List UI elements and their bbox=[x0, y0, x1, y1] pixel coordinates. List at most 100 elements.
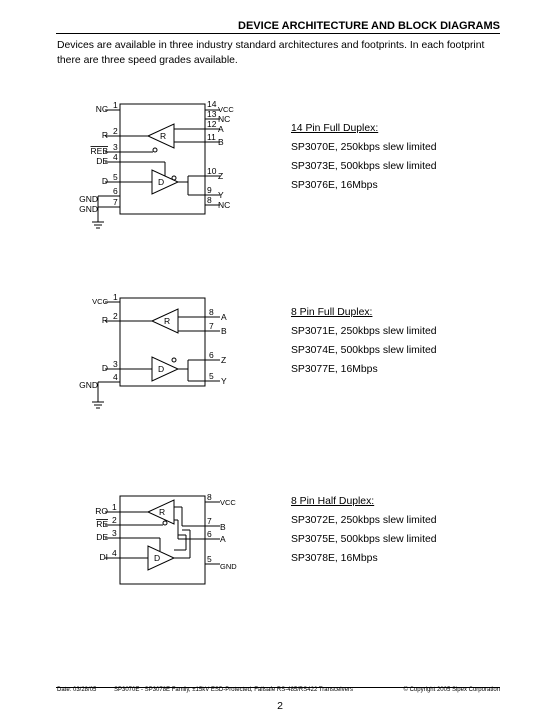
description-8pin-full: 8 Pin Full Duplex: SP3071E, 250kbps slew… bbox=[291, 303, 437, 379]
pin-label: NC bbox=[218, 114, 230, 124]
part-line: SP3078E, 16Mbps bbox=[291, 553, 378, 564]
pin-label: DI bbox=[100, 552, 109, 562]
pin-label: DE bbox=[96, 532, 108, 542]
part-line: SP3072E, 250kbps slew limited bbox=[291, 515, 437, 526]
left-pin-stubs bbox=[105, 109, 120, 208]
pin-label: VCC bbox=[220, 498, 236, 507]
section-title: 14 Pin Full Duplex: bbox=[291, 123, 379, 134]
receiver-buffer bbox=[150, 308, 179, 334]
receiver-buffer bbox=[146, 123, 175, 149]
intro-paragraph: Devices are available in three industry … bbox=[57, 40, 485, 66]
block-diagram-8pin-full-duplex: R D VCC R D GND 1 2 3 4 8 7 6 5 A B Z Y bbox=[79, 292, 227, 409]
pin-number: 5 bbox=[113, 172, 118, 182]
pin-number: 6 bbox=[113, 186, 118, 196]
driver-buffer bbox=[151, 356, 180, 382]
description-14pin: 14 Pin Full Duplex: SP3070E, 250kbps sle… bbox=[291, 119, 437, 195]
part-line: SP3071E, 250kbps slew limited bbox=[291, 326, 437, 337]
part-line: SP3074E, 500kbps slew limited bbox=[291, 345, 437, 356]
pin-label-re: RE bbox=[96, 519, 108, 529]
pin-number: 2 bbox=[113, 311, 118, 321]
package-outline bbox=[119, 495, 206, 585]
part-line: SP3073E, 500kbps slew limited bbox=[291, 161, 437, 172]
pin-label: A bbox=[218, 124, 224, 134]
pin-label: GND bbox=[79, 204, 98, 214]
pin-label: Y bbox=[218, 190, 224, 200]
pin-label: R bbox=[102, 315, 108, 325]
pin-number: 1 bbox=[113, 292, 118, 302]
package-outline bbox=[119, 103, 206, 215]
part-line: SP3075E, 500kbps slew limited bbox=[291, 534, 437, 545]
footer-date: Date: 03/28/05 bbox=[57, 687, 97, 693]
pin-number: 4 bbox=[113, 152, 118, 162]
pin-number: 9 bbox=[207, 185, 212, 195]
pin-label: VCC bbox=[218, 105, 234, 114]
block-diagram-14pin-full-duplex: R D NC R REB DE D GND GND 1 2 3 4 5 6 7 … bbox=[79, 99, 234, 229]
pin-number: 2 bbox=[112, 515, 117, 525]
pin-label: RO bbox=[95, 506, 108, 516]
pin-number: 5 bbox=[207, 554, 212, 564]
left-pin-stubs bbox=[105, 511, 120, 559]
pin-label-reb: REB bbox=[91, 146, 109, 156]
right-pin-stubs bbox=[205, 316, 220, 382]
description-8pin-half: 8 Pin Half Duplex: SP3072E, 250kbps slew… bbox=[291, 492, 437, 568]
right-pin-stubs bbox=[205, 501, 220, 565]
pin-number: 7 bbox=[209, 321, 214, 331]
pin-number: 6 bbox=[207, 529, 212, 539]
receiver-label: R bbox=[164, 316, 170, 326]
page-header-title: DEVICE ARCHITECTURE AND BLOCK DIAGRAMS bbox=[238, 20, 500, 32]
pin-number: 8 bbox=[207, 492, 212, 502]
pin-number: 3 bbox=[113, 142, 118, 152]
pin-number: 4 bbox=[112, 548, 117, 558]
pin-label: Z bbox=[221, 355, 226, 365]
pin-number: 3 bbox=[112, 528, 117, 538]
footer-rule bbox=[56, 687, 500, 688]
pin-number: 14 bbox=[207, 99, 217, 109]
pin-number: 1 bbox=[113, 100, 118, 110]
pin-number: 13 bbox=[207, 109, 217, 119]
pin-label: R bbox=[102, 130, 108, 140]
receiver-label: R bbox=[160, 131, 166, 141]
pin-label: Z bbox=[218, 171, 223, 181]
pin-number: 12 bbox=[207, 119, 217, 129]
part-line: SP3070E, 250kbps slew limited bbox=[291, 142, 437, 153]
pin-label: D bbox=[102, 176, 108, 186]
pin-label: GND bbox=[79, 380, 98, 390]
pin-label: NC bbox=[218, 200, 230, 210]
pin-label: NC bbox=[96, 104, 108, 114]
part-line: SP3077E, 16Mbps bbox=[291, 364, 378, 375]
pin-label: DE bbox=[96, 156, 108, 166]
driver-label: D bbox=[158, 364, 164, 374]
pin-number: 8 bbox=[207, 195, 212, 205]
pin-label: B bbox=[220, 522, 226, 532]
pin-label: VCC bbox=[92, 297, 108, 306]
pin-label: B bbox=[218, 137, 224, 147]
pin-number: 5 bbox=[209, 371, 214, 381]
pin-label: GND bbox=[220, 562, 237, 571]
package-outline bbox=[119, 297, 206, 387]
block-diagram-8pin-half-duplex: R D RO RE DE DI 1 2 3 4 8 7 6 5 VCC B A … bbox=[95, 492, 237, 585]
page-number: 2 bbox=[277, 700, 283, 712]
driver-buffer bbox=[147, 545, 176, 571]
right-pin-stubs bbox=[205, 109, 220, 206]
pin-label: A bbox=[220, 534, 226, 544]
pin-number: 3 bbox=[113, 359, 118, 369]
pin-number: 4 bbox=[113, 372, 118, 382]
driver-label: D bbox=[154, 553, 160, 563]
receiver-buffer bbox=[146, 499, 175, 525]
pin-number: 7 bbox=[113, 197, 118, 207]
footer-center: SP3070E - SP3078E Family, ±15kV ESD-Prot… bbox=[114, 687, 353, 693]
pin-label: Y bbox=[221, 376, 227, 386]
left-pin-stubs bbox=[105, 301, 120, 383]
pin-number: 7 bbox=[207, 516, 212, 526]
driver-label: D bbox=[158, 177, 164, 187]
footer-copyright: © Copyright 2005 Sipex Corporation bbox=[403, 687, 500, 693]
pin-label: GND bbox=[79, 194, 98, 204]
pin-number: 8 bbox=[209, 307, 214, 317]
header-rule bbox=[56, 33, 500, 34]
pin-label: A bbox=[221, 312, 227, 322]
section-title: 8 Pin Half Duplex: bbox=[291, 496, 375, 507]
pin-number: 1 bbox=[112, 502, 117, 512]
pin-number: 10 bbox=[207, 166, 217, 176]
pin-number: 2 bbox=[113, 126, 118, 136]
pin-label: B bbox=[221, 326, 227, 336]
